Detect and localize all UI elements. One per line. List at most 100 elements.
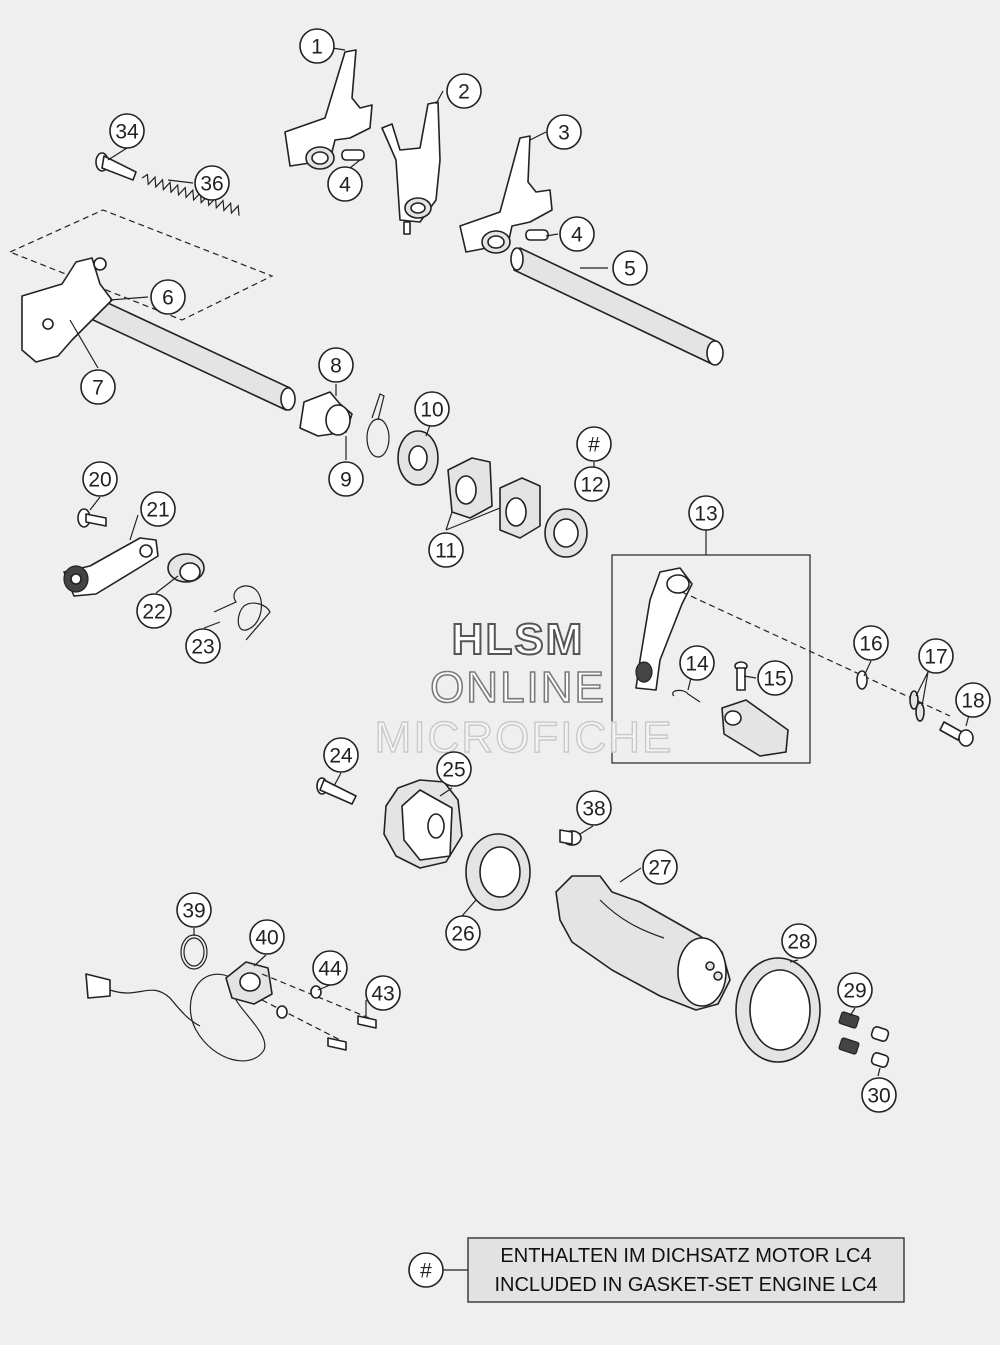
callout-11: 11	[428, 532, 464, 568]
callout-number: 24	[329, 745, 353, 768]
callout-44: 44	[312, 950, 348, 986]
washer-10	[397, 430, 439, 486]
callout-23: 23	[185, 628, 221, 664]
callout-24: 24	[323, 737, 359, 773]
callout-28: 28	[781, 923, 817, 959]
dashed-assembly-box	[8, 209, 274, 321]
sleeve-8	[299, 391, 353, 437]
lock-washers-17	[909, 690, 925, 722]
callout-number: 25	[442, 759, 465, 782]
watermark: HLSM ONLINE MICROFICHE	[374, 614, 674, 763]
callout-number: 8	[330, 355, 342, 378]
callout-number: 17	[924, 646, 947, 669]
callout-13: 13	[688, 495, 724, 531]
callout-number: 6	[162, 287, 174, 310]
detent-lever-21	[63, 537, 159, 597]
shift-lever-box-13	[611, 530, 811, 764]
callout-12: 12	[574, 466, 610, 502]
callout-10: 10	[414, 391, 450, 427]
callout-number: 20	[88, 469, 111, 492]
callout-number: 14	[685, 653, 709, 676]
callout-26: 26	[445, 915, 481, 951]
pins-30	[870, 1026, 890, 1068]
circlip-9	[366, 393, 390, 458]
legend-symbol: #	[420, 1260, 432, 1283]
callout-3: 3	[546, 114, 582, 150]
shift-fork-2	[381, 101, 441, 235]
bearing-28	[735, 957, 821, 1063]
callout-number: 36	[200, 173, 223, 196]
callout-2: 2	[446, 73, 482, 109]
callout-number: 30	[867, 1085, 890, 1108]
callout-number: 26	[451, 923, 474, 946]
callout-25: 25	[436, 751, 472, 787]
callout-number: 38	[582, 798, 605, 821]
callout-number: 11	[435, 540, 457, 563]
lever-clamp	[721, 699, 789, 757]
callout-5: 5	[612, 250, 648, 286]
shift-fork-3	[459, 135, 553, 254]
callout-number: 23	[191, 636, 214, 659]
shift-rod-5	[510, 247, 724, 366]
o-ring-39	[180, 934, 208, 970]
callout-number: 4	[571, 224, 583, 247]
bolt-20	[77, 508, 107, 528]
callout-9: 9	[328, 461, 364, 497]
shift-fork-1	[284, 49, 373, 170]
gear-position-sensor-40	[85, 961, 273, 1062]
callout-hash: #	[576, 426, 612, 462]
washer-44	[276, 985, 322, 1019]
callout-43: 43	[365, 975, 401, 1011]
callout-22: 22	[136, 593, 172, 629]
callout-34: 34	[109, 113, 145, 149]
callout-number: 44	[318, 958, 342, 981]
shaft-seal-12	[544, 508, 588, 558]
callout-20: 20	[82, 461, 118, 497]
watermark-line-3: MICROFICHE	[375, 713, 674, 762]
callout-number: 21	[146, 499, 169, 522]
callout-number: 28	[787, 931, 810, 954]
callout-number: 9	[340, 469, 352, 492]
callout-16: 16	[853, 625, 889, 661]
leader-lines	[69, 45, 973, 1077]
bolt-24	[316, 777, 357, 805]
detent-bolt-34	[95, 152, 137, 181]
callout-15: 15	[757, 660, 793, 696]
callout-number: #	[588, 434, 600, 457]
callout-number: 1	[311, 36, 323, 59]
callout-number: 2	[458, 81, 470, 104]
shift-drum-locating-25	[383, 779, 463, 869]
watermark-line-2: ONLINE	[430, 663, 606, 712]
roller-22	[167, 553, 205, 583]
callout-number: 4	[339, 174, 351, 197]
callout-number: 34	[115, 121, 139, 144]
callout-number: 3	[558, 122, 570, 145]
needle-bearing-11	[447, 457, 541, 539]
callout-number: 18	[961, 690, 984, 713]
callout-18: 18	[955, 682, 991, 718]
legend: # ENTHALTEN IM DICHSATZ MOTOR LC4 INCLUD…	[408, 1237, 905, 1303]
callout-4a: 4	[327, 166, 363, 202]
callout-number: 27	[648, 857, 671, 880]
screws-43	[327, 1015, 377, 1051]
spring-clip-14	[672, 689, 701, 703]
callout-number: 39	[182, 900, 205, 923]
legend-line-german: ENTHALTEN IM DICHSATZ MOTOR LC4	[500, 1245, 871, 1267]
callout-number: 16	[859, 633, 882, 656]
callout-number: 29	[843, 980, 866, 1003]
pin-15	[734, 661, 748, 691]
shift-shaft-6	[21, 257, 296, 411]
callout-29: 29	[837, 972, 873, 1008]
callout-40: 40	[249, 919, 285, 955]
shift-drum-27	[555, 875, 731, 1011]
callout-6: 6	[150, 279, 186, 315]
bearing-26	[465, 833, 531, 911]
callout-1: 1	[299, 28, 335, 64]
callout-36: 36	[194, 165, 230, 201]
callout-39: 39	[176, 892, 212, 928]
callout-number: 15	[763, 668, 786, 691]
callout-number: 7	[92, 377, 104, 400]
callout-27: 27	[642, 849, 678, 885]
